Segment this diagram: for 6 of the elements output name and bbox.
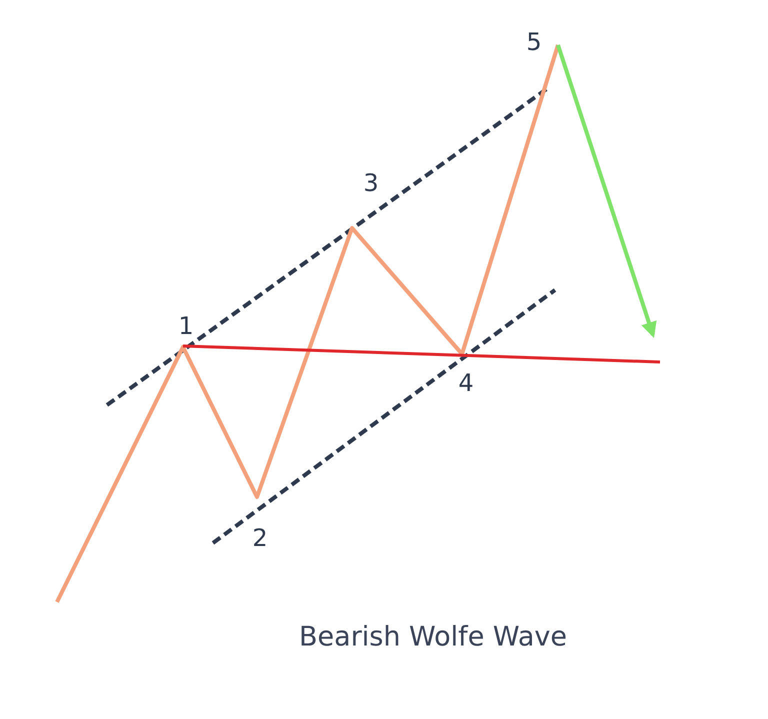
wave-point-number: 4 [458, 371, 474, 395]
wave-point-number: 2 [252, 526, 268, 550]
caption: Bearish Wolfe Wave [299, 622, 567, 652]
wave-point-number: 3 [363, 171, 379, 195]
wave-point-number: 1 [178, 314, 194, 338]
wave-point-number: 5 [526, 30, 542, 54]
